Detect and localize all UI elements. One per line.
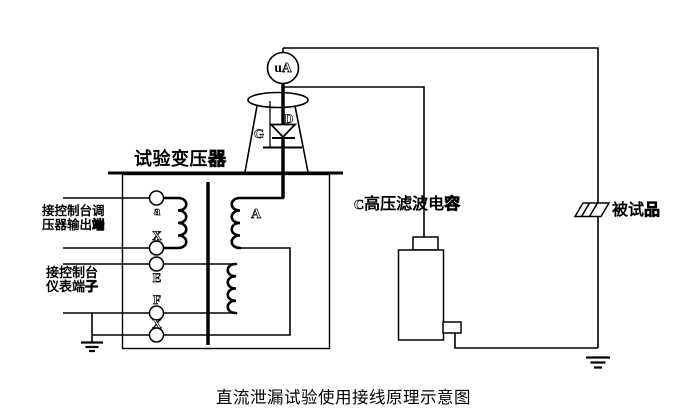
terminal-circle-e bbox=[148, 256, 165, 272]
capacitor-body bbox=[397, 249, 445, 341]
primary-winding-coil bbox=[162, 196, 188, 250]
test-object-label: 被试品 bbox=[612, 202, 661, 219]
ground-left-icon bbox=[81, 341, 103, 353]
ground-right-icon bbox=[586, 356, 610, 369]
regulator-output-label: 接控制台调压器输出端 bbox=[42, 204, 105, 232]
terminal-label-x1: X bbox=[152, 228, 162, 243]
terminal-circle-f bbox=[148, 305, 165, 321]
rectifier-d-label: D bbox=[284, 111, 294, 127]
microammeter-u: u bbox=[274, 60, 282, 75]
capacitor-label-solid: 高压滤波电 bbox=[364, 196, 445, 213]
instrument-terminal-label: 接控制台仪表端子 bbox=[46, 266, 98, 294]
test-object-symbol bbox=[573, 202, 611, 218]
regulator-line1: 接控制台调 bbox=[42, 204, 105, 218]
terminal-circle-x2 bbox=[148, 327, 165, 343]
hv-return-wire bbox=[164, 247, 291, 336]
instrument-wires bbox=[164, 263, 236, 314]
diagram-caption: 直流泄漏试验使用接线原理示意图 bbox=[216, 388, 471, 407]
transformer-title: 试验变压器 bbox=[134, 149, 227, 169]
rectifier-g-label: G bbox=[254, 126, 265, 142]
wire-lines bbox=[63, 47, 599, 349]
capacitor-bottom-terminal bbox=[442, 321, 462, 334]
terminal-label-x2: X bbox=[152, 316, 162, 331]
capacitor-label: C高压滤波电容 bbox=[354, 196, 461, 214]
regulator-line2-hollow: 端 bbox=[92, 217, 105, 232]
terminal-circle-x1 bbox=[148, 240, 165, 256]
instrument-line1: 接控制台 bbox=[46, 265, 99, 280]
hv-winding-coil bbox=[230, 196, 285, 250]
diode-triangle-icon bbox=[268, 123, 298, 139]
bushing-legs bbox=[244, 105, 309, 173]
test-object-solid: 被试 bbox=[612, 202, 645, 219]
capacitor-label-hollow: 容 bbox=[444, 196, 461, 213]
terminal-label-f: F bbox=[153, 292, 162, 307]
instrument-winding-coil bbox=[226, 262, 238, 315]
hv-winding-label: A bbox=[251, 207, 262, 223]
microammeter-circle bbox=[266, 51, 300, 85]
terminal-label-a: a bbox=[153, 203, 161, 218]
test-object-hatch bbox=[580, 202, 599, 217]
transformer-title-hollow: 器 bbox=[208, 149, 227, 169]
terminal-circle-a bbox=[148, 190, 165, 206]
microammeter-a: A bbox=[281, 60, 292, 76]
test-object-hollow: 品 bbox=[644, 202, 661, 219]
transformer-title-solid: 试验变压 bbox=[134, 149, 208, 169]
instrument-line2: 仪表端 bbox=[46, 279, 86, 294]
instrument-line2-hollow: 子 bbox=[85, 279, 99, 294]
corona-ring bbox=[247, 91, 309, 109]
regulator-line2: 压器输出 bbox=[42, 217, 93, 232]
transformer-box bbox=[121, 173, 331, 350]
terminal-label-e: E bbox=[152, 270, 162, 285]
capacitor-prefix: C bbox=[354, 198, 365, 214]
microammeter-label: uA bbox=[266, 60, 300, 76]
capacitor-top-terminal bbox=[412, 236, 439, 251]
